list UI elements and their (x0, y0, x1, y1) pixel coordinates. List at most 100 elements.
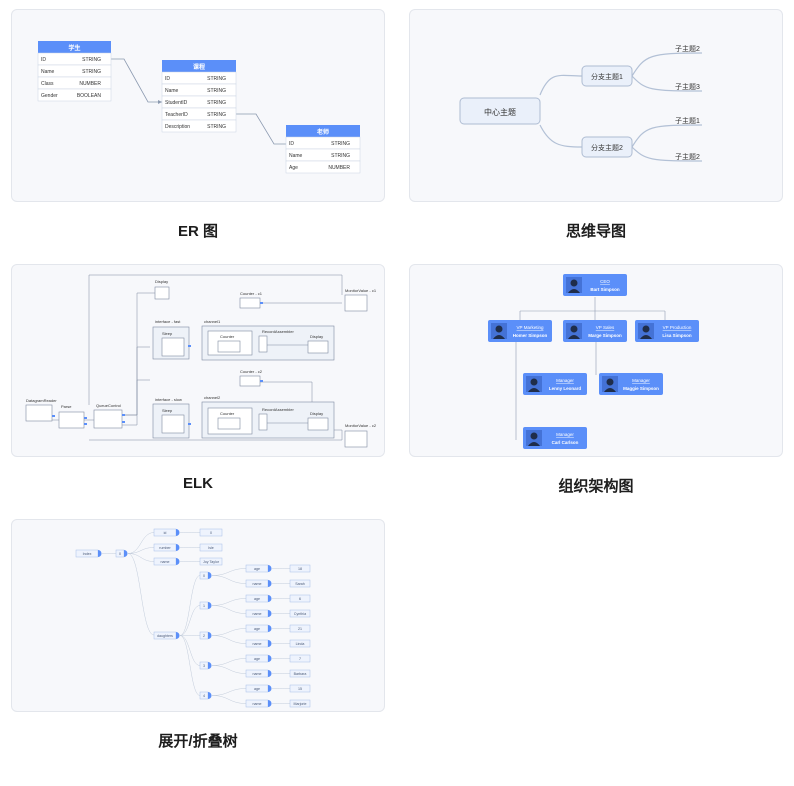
tree-edge (127, 532, 155, 554)
tree-node-value (199, 528, 223, 537)
tree-toggle-icon (176, 529, 180, 536)
elk-label-monitor-c2: MonitorValue - c2 (345, 423, 377, 428)
er-table-course-field: StudentID (165, 100, 188, 106)
tree-node-age-value-text: 21 (298, 627, 302, 631)
tree-node-value-text: Isle (208, 546, 214, 550)
er-table-course-header (162, 60, 236, 72)
avatar-head (642, 325, 650, 333)
elk-wire (89, 430, 343, 441)
mindmap-edge (539, 124, 583, 148)
tree-node-age-key-text: age (254, 657, 260, 661)
elk-node-monitor-c2 (344, 430, 368, 448)
tree-node-age-key-text: age (254, 567, 260, 571)
elk-label-interface-fast: interface - fast (155, 319, 181, 324)
tree-edge (211, 575, 247, 584)
elk-label-channel1: channel1 (204, 319, 221, 324)
tree-edge (127, 547, 155, 554)
org-node-manager-maggie-role: Manager (632, 378, 650, 383)
mindmap-branch-label: 分支主题2 (591, 143, 623, 152)
er-diagram-caption: ER 图 (177, 223, 218, 240)
er-table-course-field: TeacherID (165, 112, 188, 118)
tree-edge (127, 553, 155, 636)
er-table-course-title: 课程 (193, 63, 205, 71)
er-table-teacher-field: ID (289, 141, 294, 147)
er-table-course-field: Name (165, 88, 179, 94)
elk-node-sleep (161, 414, 185, 434)
tree-node-age-value-text: 7 (299, 657, 301, 661)
elk-port (122, 421, 125, 423)
avatar-body (604, 388, 616, 392)
tree-node-age-key-text: age (254, 687, 260, 691)
tree-toggle-icon (268, 580, 272, 587)
er-table-teacher-type: NUMBER (328, 165, 350, 171)
tree-toggle-icon (268, 595, 272, 602)
tree-edge (211, 605, 247, 614)
tree-toggle-icon (268, 670, 272, 677)
er-table-student-field: Class (41, 81, 54, 87)
elk-label-monitor-c1: MonitorValue - c1 (345, 288, 377, 293)
elk-label-parse: Parse (61, 404, 72, 409)
elk-node-monitor-c1 (344, 294, 368, 312)
avatar-head (530, 378, 538, 386)
tree-toggle-icon (268, 610, 272, 617)
elk-node-counter-c2 (239, 375, 261, 387)
org-node-vp-production-name: Lisa Simpson (662, 333, 692, 338)
mindmap-edge (631, 146, 703, 162)
elk-node-sleep (161, 337, 185, 357)
avatar-body (568, 289, 580, 293)
tree-node-name-value (289, 609, 311, 618)
tree-node-age-value (289, 594, 311, 603)
org-node-ceo-name: Bart Simpson (590, 287, 620, 292)
collapsible-tree-caption: 展开/折叠树 (158, 733, 238, 750)
tree-edge (179, 635, 201, 666)
elk-port (84, 423, 87, 425)
tree-node-age-value (289, 654, 311, 663)
tree-edge (211, 598, 247, 606)
elk-node-display (307, 417, 329, 431)
org-node-vp-marketing-name: Homer Simpson (513, 333, 548, 338)
elk-node-counter (217, 417, 241, 430)
elk-label-display: Display (310, 334, 323, 339)
elk-port (84, 417, 87, 419)
tree-edge (211, 658, 247, 666)
elk-label-counter: Counter (220, 411, 235, 416)
org-node-vp-sales-role: VP Sales (596, 325, 615, 330)
tree-toggle-icon (176, 632, 180, 639)
er-table-student-type: BOOLEAN (77, 93, 102, 99)
mindmap-branch-label: 分支主题1 (591, 72, 623, 81)
tree-node-age-value-text: 6 (299, 597, 301, 601)
tree-node-name-key-text: name (253, 612, 262, 616)
tree-toggle-icon (208, 632, 212, 639)
elk-label-datagram: DatagramReader (26, 398, 57, 403)
er-table-course-type: STRING (207, 124, 226, 130)
mindmap-leaf-label: 子主题2 (675, 44, 700, 53)
tree-node-name-value-text: Marjorie (294, 702, 307, 706)
tree-toggle-icon (208, 602, 212, 609)
elk-label-sleep: Sleep (162, 331, 173, 336)
tree-node-age-value-text: 18 (298, 567, 302, 571)
elk-node-counter-c1 (239, 297, 261, 309)
elk-label-counter-c1: Counter - c1 (240, 291, 263, 296)
tree-edge (211, 568, 247, 576)
elk-wire (122, 379, 150, 416)
tree-node-name-value (289, 699, 311, 708)
er-table-student-field: ID (41, 57, 46, 63)
er-table-student-type: STRING (82, 69, 101, 75)
tree-node-age-value (289, 624, 311, 633)
elk-label-queue: QueueControl (96, 403, 121, 408)
er-table-course-row (161, 119, 237, 133)
org-chart-caption: 组织架构图 (558, 478, 634, 495)
mindmap-center-node (459, 97, 541, 125)
er-table-teacher-type: STRING (331, 153, 350, 159)
tree-toggle-icon (208, 662, 212, 669)
org-node-ceo-role: CEO (600, 279, 610, 284)
org-node-manager-maggie-name: Maggie Simpson (623, 386, 659, 391)
tree-node-name-value (289, 639, 311, 648)
